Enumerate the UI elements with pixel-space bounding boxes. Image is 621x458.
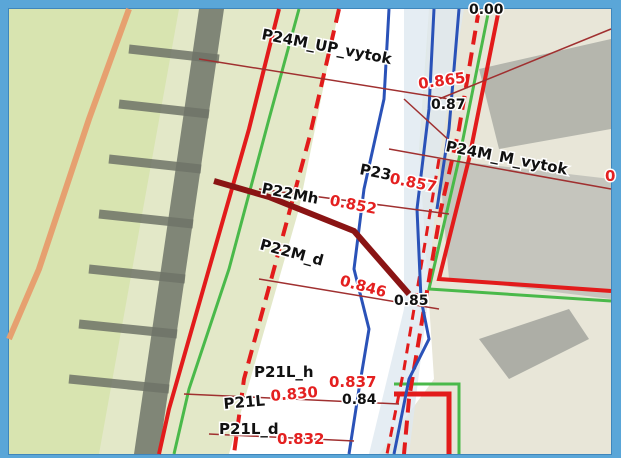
building-shape [479, 309, 589, 379]
map-svg: 0.00 P24M_UP_vytok 0.865 0.87 P24M_M_vyt… [6, 1, 617, 455]
red-boundary [394, 391, 452, 454]
green-boundary [394, 382, 461, 454]
label-p23-name: P23 [358, 160, 393, 184]
field-area [9, 9, 179, 454]
building-shape [439, 159, 611, 299]
map-canvas[interactable]: 0.00 P24M_UP_vytok 0.865 0.87 P24M_M_vyt… [6, 1, 617, 455]
ladder-rungs [68, 44, 220, 394]
profile-lines [183, 28, 612, 442]
red-boundary [157, 8, 281, 455]
label-p21l-value: 0.830 [270, 383, 319, 405]
road-line [6, 7, 132, 341]
label-p24m-up-vytok-level: 0.87 [431, 97, 466, 113]
label-p21l-name: P21L [223, 391, 266, 413]
building-shape [479, 39, 611, 149]
green-boundary [172, 8, 301, 455]
label-p21l-h-value: 0.837 [329, 373, 376, 391]
label-p22m-d-level: 0.85 [394, 293, 429, 309]
blue-bank-line [347, 8, 391, 455]
river-corridor [229, 9, 434, 454]
label-p21l-h-name: P21L_h [254, 363, 314, 381]
red-dashed-line [232, 8, 341, 455]
blue-bank-line [392, 8, 436, 455]
label-p21l-d-value: 0.832 [277, 430, 324, 448]
label-p21l-d-name: P21L_d [219, 420, 279, 438]
label-p24m-m-vytok-value: 0 [605, 167, 615, 185]
dark-red-axis [213, 178, 412, 296]
top-value-label: 0.00 [469, 2, 504, 18]
red-dashed-line [385, 158, 441, 455]
red-dashed-line [402, 8, 481, 455]
blue-bank-line [435, 8, 461, 210]
embankment-strip [134, 9, 224, 454]
red-boundary [436, 8, 612, 293]
label-p21l-h-level: 0.84 [342, 392, 377, 408]
